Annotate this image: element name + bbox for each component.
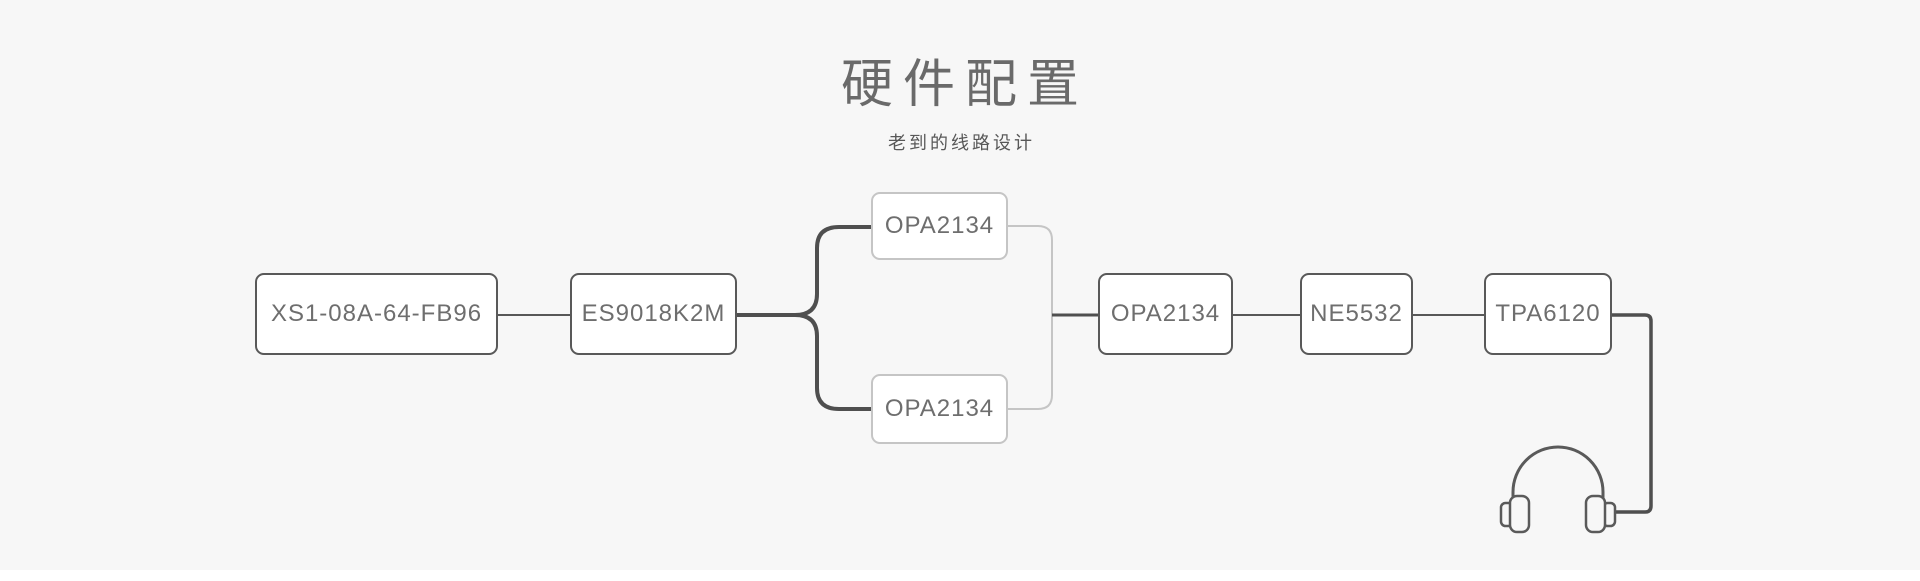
- headphones-icon: [1499, 445, 1617, 534]
- page-title: 硬件配置: [840, 56, 1089, 114]
- edge-merge-bracket: [1008, 225, 1053, 410]
- node-opamp-bottom: OPA2134: [871, 374, 1008, 444]
- node-dac: ES9018K2M: [570, 273, 737, 355]
- node-opamp-top: OPA2134: [871, 192, 1008, 260]
- node-opamp-buffer: OPA2134: [1098, 273, 1233, 355]
- node-amp: NE5532: [1300, 273, 1413, 355]
- edge-dac-opamp-top: [737, 225, 871, 317]
- page-subtitle: 老到的线路设计: [888, 133, 1035, 153]
- node-headphone-amp: TPA6120: [1484, 273, 1612, 355]
- section-bottom-divider: [0, 570, 1920, 581]
- edge-headphone-amp-output: [1612, 313, 1653, 514]
- node-source: XS1-08A-64-FB96: [255, 273, 498, 355]
- edge-dac-opamp-bottom: [737, 313, 871, 411]
